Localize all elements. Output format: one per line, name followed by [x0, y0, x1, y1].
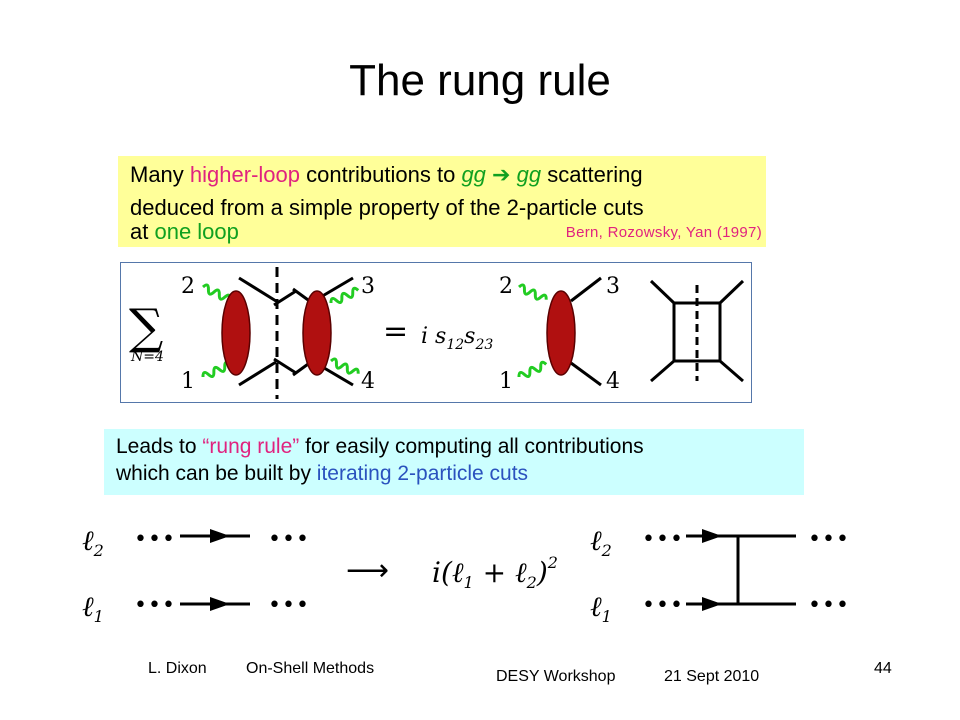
label-4-left: 4 — [361, 369, 375, 394]
page-number: 44 — [874, 660, 892, 677]
leads-line-1: Leads to “rung rule” for easily computin… — [116, 435, 644, 459]
sum-subscript: N=4 — [130, 349, 164, 365]
leads-box: Leads to “rung rule” for easily computin… — [104, 429, 804, 495]
arrow-icon — [702, 529, 722, 543]
label-1-left: 1 — [181, 369, 195, 394]
dots-icon: ••• — [134, 527, 176, 552]
arrow-icon — [210, 529, 230, 543]
gg-in: gg — [461, 162, 486, 187]
rung-rule-diagram: ℓ2 ℓ1 ••• ••• ••• ••• ⟶ i(ℓ1 + ℓ2)2 ℓ2 ℓ… — [60, 510, 920, 630]
footer-talk: On-Shell Methods — [246, 660, 375, 677]
footer-author: L. Dixon — [148, 660, 207, 677]
ell2-left: ℓ2 — [82, 524, 104, 560]
footer-event: DESY Workshop — [496, 668, 616, 685]
intro-text: scattering — [541, 162, 643, 187]
arrow-icon: ➔ — [485, 162, 517, 187]
intro-text: contributions to — [300, 162, 462, 187]
gg-out: gg — [516, 162, 542, 187]
two-particle-cut — [200, 267, 362, 399]
slide-title: The rung rule — [349, 56, 611, 105]
ell1-left: ℓ1 — [82, 590, 104, 626]
leads-text: which can be built by — [116, 462, 317, 485]
equals-sign: = — [383, 314, 408, 349]
higher-loop-highlight: higher-loop — [189, 162, 300, 187]
dots-icon: ••• — [808, 593, 850, 618]
leads-text: for easily computing all contributions — [299, 435, 644, 458]
label-2-right: 2 — [499, 274, 513, 299]
citation: Bern, Rozowsky, Yan (1997) — [565, 224, 762, 241]
label-3-left: 3 — [361, 274, 375, 299]
footer-date: 21 Sept 2010 — [664, 668, 760, 685]
kinematic-factor: i s12s23 — [421, 324, 493, 353]
one-loop-highlight: one loop — [154, 219, 239, 244]
leads-text: Leads to — [116, 435, 203, 458]
intro-line-1: Many higher-loop contributions to gg ➔ g… — [130, 162, 643, 188]
rung-rule-highlight: “rung rule” — [202, 435, 300, 458]
left-blob — [221, 290, 251, 376]
arrow-icon — [210, 597, 230, 611]
dots-icon: ••• — [642, 527, 684, 552]
intro-text: at — [130, 219, 155, 244]
intro-text: Many — [130, 162, 190, 187]
intro-line-3: at one loop — [130, 219, 239, 245]
dots-icon: ••• — [268, 527, 310, 552]
rung-factor: i(ℓ1 + ℓ2)2 — [432, 553, 558, 592]
dots-icon: ••• — [134, 593, 176, 618]
sum-symbol: ∑ — [129, 299, 163, 355]
cut-equation-svg: ∑ N=4 2 1 3 4 = i s12s23 — [129, 267, 745, 399]
amplitude-blob — [546, 290, 576, 376]
arrow-icon — [702, 597, 722, 611]
cut-equation-diagram: ∑ N=4 2 1 3 4 = i s12s23 — [120, 262, 752, 403]
ell1-right: ℓ1 — [590, 590, 612, 626]
ell2-right: ℓ2 — [590, 524, 612, 560]
dots-icon: ••• — [268, 593, 310, 618]
label-3-right: 3 — [606, 274, 620, 299]
maps-to-arrow-icon: ⟶ — [346, 553, 389, 588]
dots-icon: ••• — [808, 527, 850, 552]
intro-box: Many higher-loop contributions to gg ➔ g… — [118, 156, 766, 247]
label-1-right: 1 — [499, 369, 513, 394]
leads-line-2: which can be built by iterating 2-partic… — [116, 462, 528, 486]
box-diagram — [649, 279, 745, 383]
label-4-right: 4 — [606, 369, 620, 394]
right-blob — [302, 290, 332, 376]
label-2-left: 2 — [181, 274, 195, 299]
intro-line-2: deduced from a simple property of the 2-… — [130, 195, 644, 220]
rung-rule-svg: ℓ2 ℓ1 ••• ••• ••• ••• ⟶ i(ℓ1 + ℓ2)2 ℓ2 ℓ… — [82, 524, 850, 626]
dots-icon: ••• — [642, 593, 684, 618]
iterating-cuts-highlight: iterating 2-particle cuts — [316, 462, 529, 485]
one-loop-amplitude — [516, 276, 602, 387]
